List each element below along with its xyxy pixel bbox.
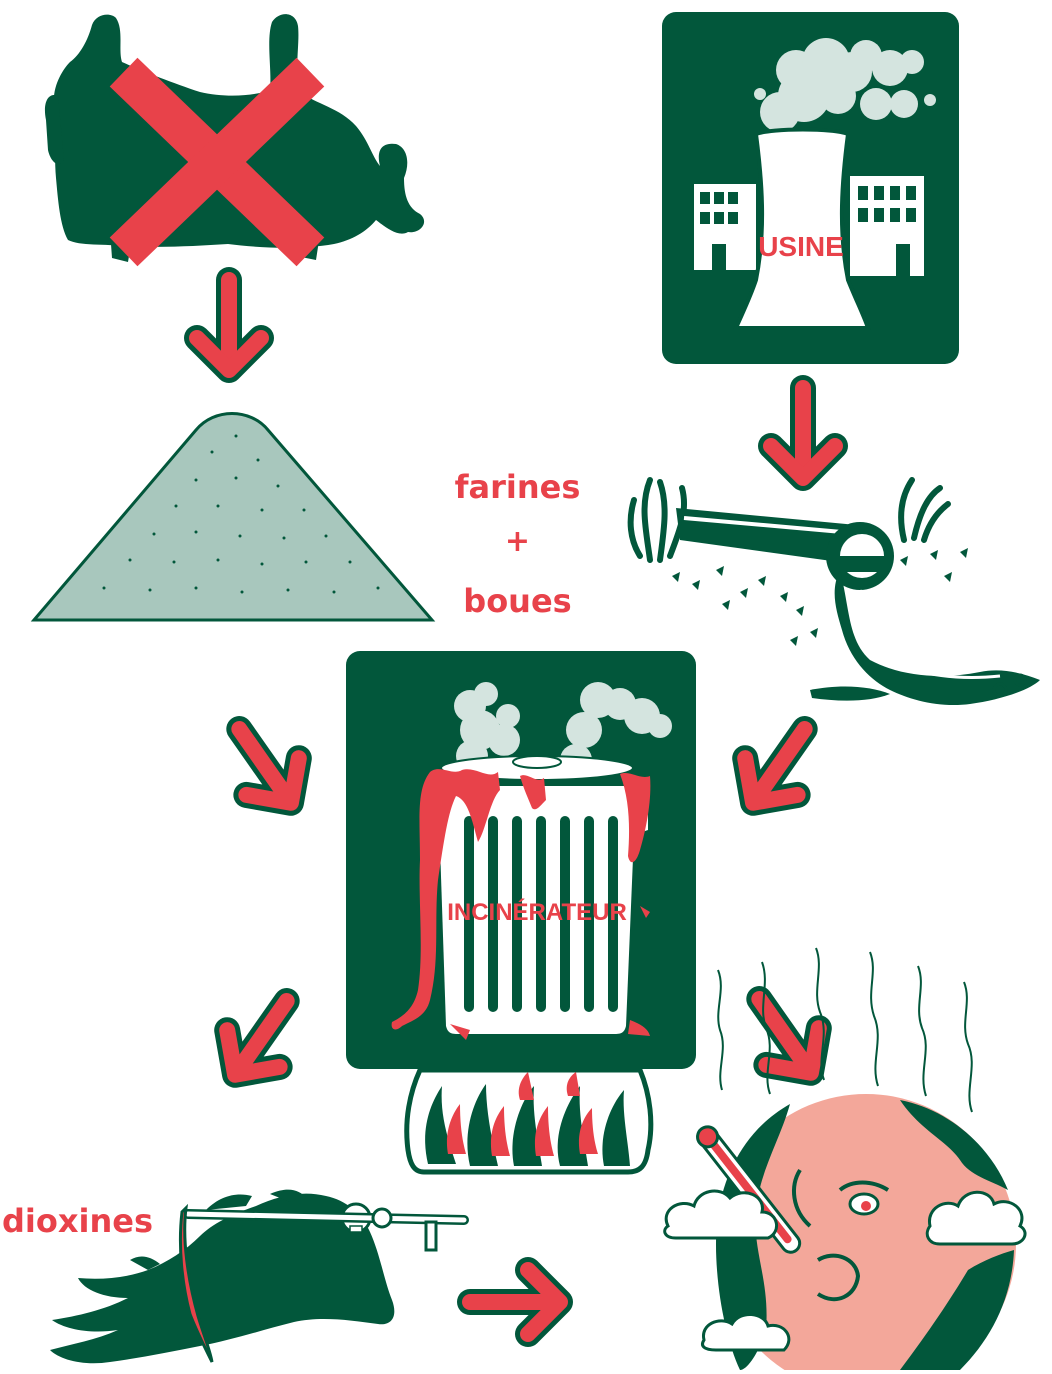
boues-label: boues (440, 582, 595, 620)
usine-label: USINE (758, 231, 844, 262)
plus-label: + (440, 524, 595, 559)
factory-icon: USINE (662, 12, 959, 364)
incinerateur-label: INCINÉRATEUR (447, 898, 627, 926)
fire-icon (407, 1070, 651, 1172)
arrow-factory-to-sludge (771, 388, 835, 478)
arrow-flour-to-incinerator (213, 711, 317, 821)
flour-pile-icon (34, 414, 432, 621)
incinerator-bin-icon: INCINÉRATEUR (346, 651, 696, 1069)
arrow-sludge-to-incinerator (727, 711, 831, 821)
arrow-reaper-to-earth (470, 1270, 560, 1334)
arrow-cow-to-flour (197, 280, 261, 370)
crossed-cow-icon (45, 14, 424, 262)
farines-label: farines (440, 468, 595, 506)
dioxines-label: dioxines (2, 1202, 153, 1240)
sick-earth-icon (665, 948, 1025, 1370)
arrow-incinerator-to-dioxines (209, 983, 313, 1093)
